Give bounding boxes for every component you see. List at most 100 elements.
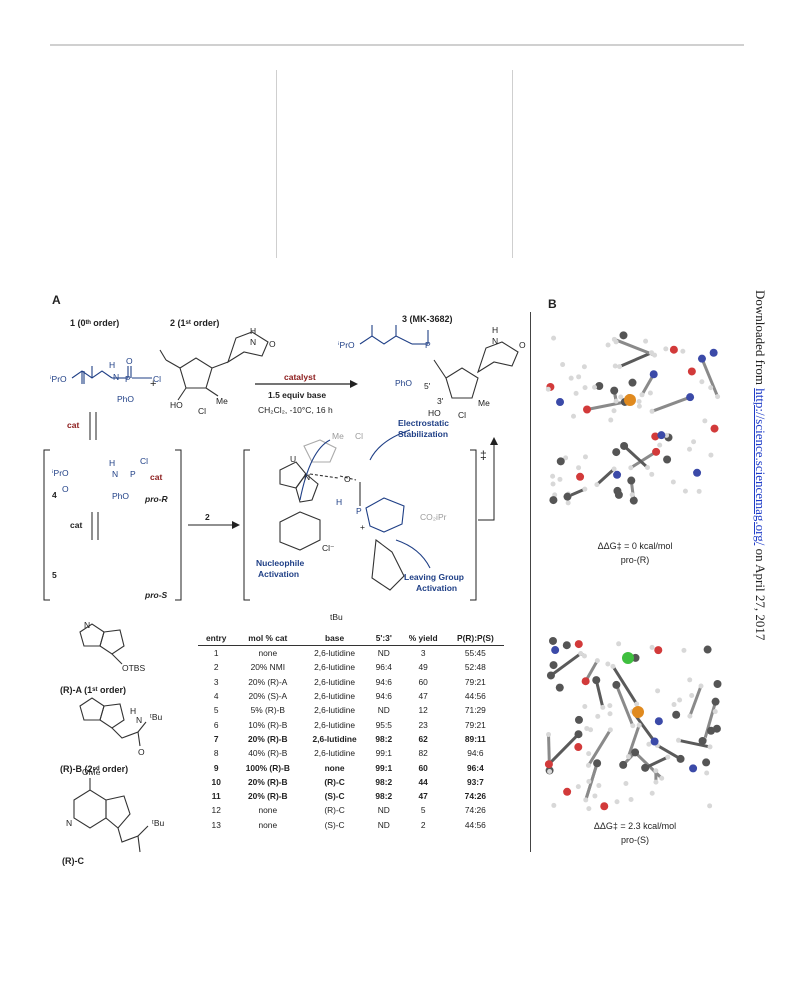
- atom: [704, 770, 710, 776]
- download-note: Downloaded from http://science.sciencema…: [738, 290, 768, 640]
- atom: [636, 403, 642, 409]
- panel-a-label: A: [52, 293, 61, 307]
- atom: [630, 723, 636, 729]
- atom: [592, 384, 598, 390]
- table-cell-base: 2,6-lutidine: [314, 705, 356, 716]
- atom: [556, 457, 565, 466]
- atom: [650, 737, 659, 746]
- atom: [649, 370, 658, 379]
- catalyst-a-structure: [79, 623, 125, 665]
- table-cell-ratio: 98:2: [375, 791, 393, 802]
- atom: [689, 764, 698, 773]
- atom: [654, 717, 663, 726]
- atom: [627, 476, 636, 485]
- table-cell-ratio: 94:6: [375, 676, 392, 687]
- c3-5prime: 5': [424, 381, 431, 391]
- catalyst-b-structure: [79, 697, 147, 747]
- atom: [582, 454, 588, 460]
- catalyst-c-structure: [73, 778, 149, 853]
- atom: [625, 754, 631, 760]
- atom: [563, 492, 572, 501]
- atom: [715, 394, 721, 400]
- ts-n: N: [304, 472, 311, 482]
- atom: [697, 354, 706, 363]
- atom: [628, 465, 634, 471]
- table-cell-base: 2,6-lutidine: [314, 648, 356, 659]
- atom: [611, 408, 617, 414]
- c2-plus: +: [150, 378, 157, 390]
- pro-r-atoms: [545, 331, 721, 506]
- step2-arrowhead: [232, 521, 240, 529]
- table-cell-sel: 71:29: [464, 705, 486, 716]
- ts-exit-arrowhead: [490, 437, 498, 445]
- pro-r-label: pro-R: [145, 494, 168, 504]
- atom: [551, 646, 560, 655]
- table-cell-ratio: 96:4: [375, 662, 392, 673]
- table-cell-entry: 9: [213, 762, 219, 773]
- atom: [710, 424, 719, 433]
- table-cell-ratio: ND: [377, 705, 390, 716]
- atom: [568, 375, 574, 381]
- atom: [663, 455, 672, 464]
- pro-r-label: pro-(R): [620, 555, 650, 565]
- atom: [687, 446, 693, 452]
- table-cell-yield: 62: [418, 733, 428, 744]
- column-divider-right: [512, 70, 513, 258]
- atom: [672, 710, 681, 719]
- atom: [581, 364, 587, 370]
- th-base: base: [301, 631, 368, 646]
- pro-r-energy: ΔΔG‡ = 0 kcal/mol: [597, 541, 673, 551]
- atom: [628, 378, 637, 387]
- atom: [671, 702, 677, 708]
- download-link[interactable]: http://science.sciencemag.org/: [753, 388, 768, 546]
- atom: [550, 473, 556, 479]
- panel-divider: [530, 312, 531, 852]
- atom: [549, 661, 558, 670]
- atom: [607, 703, 613, 709]
- table-cell-ratio: 99:1: [375, 762, 393, 773]
- atom: [649, 471, 655, 477]
- table-cell-cat: 100% (R)-B: [245, 762, 290, 773]
- table-cell-yield: 47: [418, 691, 428, 702]
- table-cell-ratio: 94:6: [375, 691, 392, 702]
- atom: [588, 727, 594, 733]
- pro-s-energy: ΔΔG‡ = 2.3 kcal/mol: [593, 821, 677, 831]
- bond: [550, 652, 582, 677]
- table-cell-cat: 40% (R)-B: [248, 748, 288, 759]
- catalyst-b-n: N: [136, 715, 143, 725]
- c3-n: N: [492, 336, 499, 346]
- lg-curve: [395, 539, 431, 569]
- table-cell-cat: 20% (R)-B: [248, 776, 288, 787]
- c2-ho: HO: [170, 400, 183, 410]
- c3-cl: Cl: [458, 410, 467, 420]
- atom: [617, 364, 623, 370]
- bond: [587, 729, 612, 767]
- atom: [576, 374, 582, 380]
- atom: [636, 722, 642, 728]
- table-cell-entry: 6: [213, 719, 219, 730]
- atom: [613, 470, 622, 479]
- atom: [574, 743, 583, 752]
- th-yield: % yield: [399, 631, 447, 646]
- i4-ipro: ⁱPrO: [52, 468, 69, 478]
- c1-pho: PhO: [117, 394, 135, 404]
- catalyst-b-tbu: ᵗBu: [150, 712, 163, 722]
- bond: [623, 444, 649, 469]
- atom: [575, 784, 581, 790]
- ts-bracket-left: [243, 449, 250, 601]
- atom: [703, 645, 712, 654]
- atom: [713, 680, 722, 689]
- th-ratio: 5':3': [367, 631, 400, 646]
- atom: [596, 783, 602, 789]
- download-suffix: on April 27, 2017: [753, 545, 768, 641]
- atom: [546, 732, 552, 738]
- ts-me: Me: [332, 431, 344, 441]
- conditions-label: CH₂Cl₂, -10°C, 16 h: [258, 405, 333, 415]
- table-cell-base: 2,6-lutidine: [314, 719, 356, 730]
